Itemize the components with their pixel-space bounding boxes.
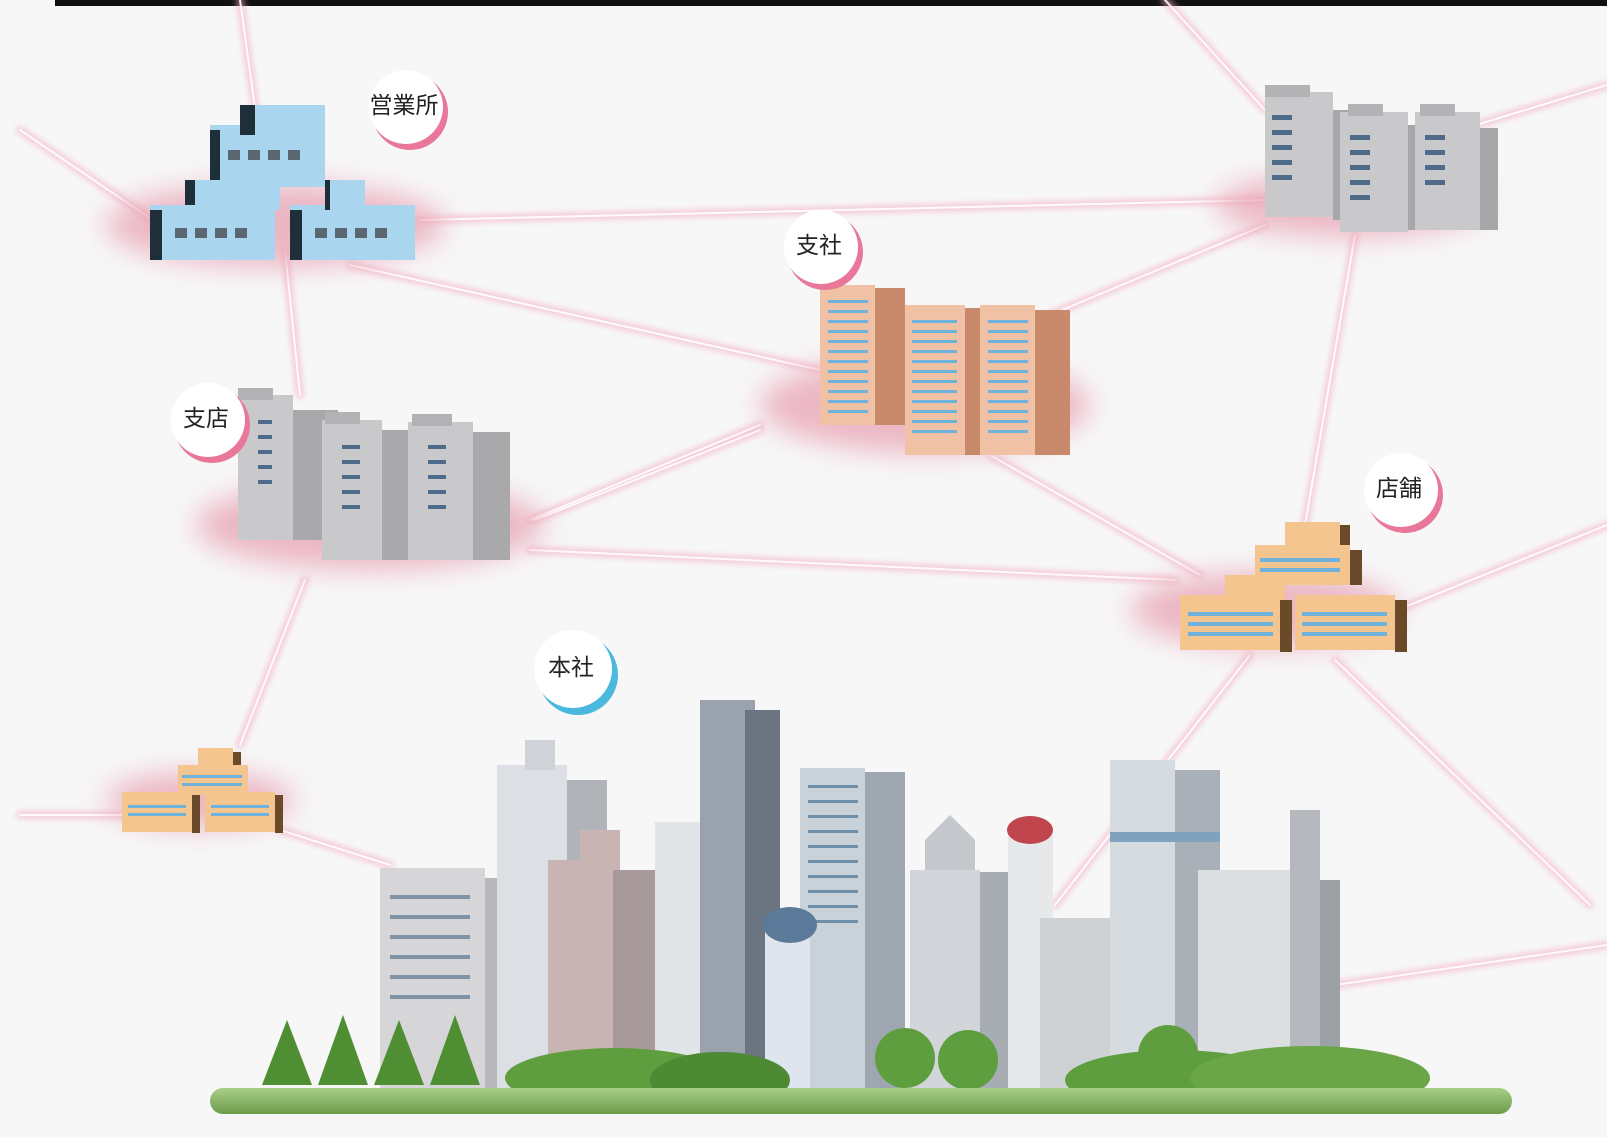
window-stripe [912,420,957,423]
window-stripe [828,320,868,323]
label-branch-company-text: 支社 [796,233,842,259]
window-stripe [912,360,957,363]
round-tree-icon [875,1025,1198,1090]
network-line [1334,944,1607,986]
network-line [1304,234,1356,526]
window-stripe [912,330,957,333]
window-stripe [988,430,1028,433]
window-stripe [912,340,957,343]
window-stripe [988,330,1028,333]
top-border [55,0,1607,6]
network-line [529,424,761,521]
network-line [1459,84,1607,131]
headquarters-skyline-icon [380,700,1340,1095]
window-stripe [912,390,957,393]
window-stripe [828,350,868,353]
label-branch-store-text: 支店 [183,406,229,432]
window-stripe [828,300,868,303]
window-stripe [988,320,1028,323]
window-stripe [828,330,868,333]
label-branch-company: 支社 [784,210,863,290]
network-line [1049,224,1266,316]
window-stripe [828,410,868,413]
window-stripe [828,340,868,343]
small-shop-building-icon [122,748,283,833]
window-stripe [988,340,1028,343]
window-stripe [988,370,1028,373]
tree-icon [262,1015,480,1085]
window-stripe [828,370,868,373]
network-line [239,579,306,746]
window-stripe [912,350,957,353]
window-stripe [828,390,868,393]
network-line [1164,0,1266,111]
network-line [534,429,761,521]
window-stripe [912,320,957,323]
label-headquarters: 本社 [534,630,618,715]
window-stripe [988,410,1028,413]
window-stripe [912,380,957,383]
label-shop: 店舗 [1364,453,1443,533]
label-shop-text: 店舗 [1376,476,1422,502]
sales-office-building-icon [150,105,415,260]
label-sales-office-text: 営業所 [370,93,439,119]
window-stripe [988,360,1028,363]
network-line [279,829,391,866]
network-line [284,249,301,396]
label-headquarters-text: 本社 [548,655,594,681]
window-stripe [912,430,957,433]
network-line [529,549,1176,581]
window-stripe [988,350,1028,353]
shop-building-icon [1180,522,1407,652]
branch-company-building-icon [820,285,1070,455]
window-stripe [828,360,868,363]
network-line [419,199,1266,221]
network-line [989,454,1201,576]
network-line [349,264,821,371]
window-stripe [988,420,1028,423]
window-stripe [828,380,868,383]
window-stripe [828,310,868,313]
window-stripe [988,390,1028,393]
label-branch-store: 支店 [171,383,250,463]
branch-store-building-icon [238,388,510,560]
network-line [1334,659,1591,906]
window-stripe [988,380,1028,383]
window-stripe [828,400,868,403]
gray-office-top-right-icon [1265,85,1498,232]
window-stripe [912,370,957,373]
ground [210,1088,1512,1114]
window-stripe [988,400,1028,403]
network-line [1384,524,1607,616]
label-sales-office: 営業所 [369,70,448,150]
window-stripe [912,410,957,413]
window-stripe [912,400,957,403]
